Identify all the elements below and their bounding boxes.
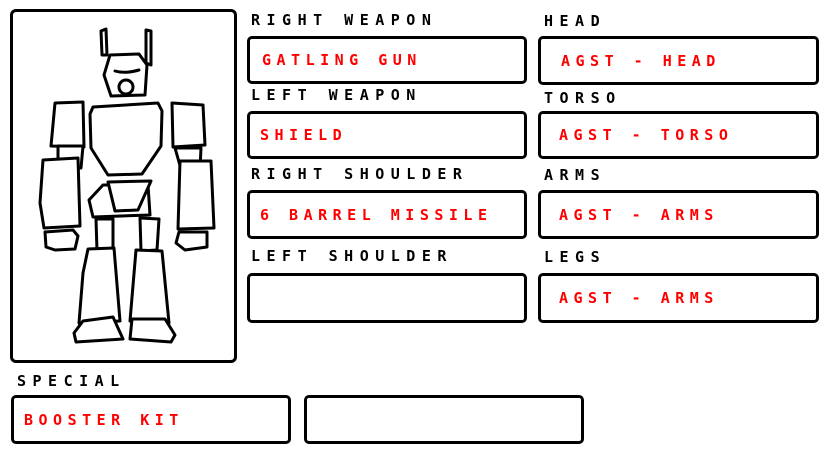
right-weapon-value: GATLING GUN: [262, 51, 422, 69]
special-slot-2[interactable]: [304, 395, 584, 444]
left-shoulder-slot[interactable]: [247, 273, 527, 323]
right-shoulder-value: 6 BARREL MISSILE: [260, 205, 493, 224]
right-weapon-label: RIGHT WEAPON: [251, 11, 438, 29]
left-weapon-label: LEFT WEAPON: [251, 86, 422, 104]
head-value: AGST - HEAD: [561, 51, 721, 70]
right-shoulder-label: RIGHT SHOULDER: [251, 165, 469, 183]
torso-value: AGST - TORSO: [559, 126, 734, 144]
special-label: SPECIAL: [17, 372, 126, 390]
legs-value: AGST - ARMS: [559, 289, 719, 307]
left-weapon-slot[interactable]: SHIELD: [247, 111, 527, 159]
special-value: BOOSTER KIT: [24, 410, 184, 429]
left-shoulder-label: LEFT SHOULDER: [251, 247, 453, 265]
robot-portrait: [10, 9, 237, 363]
special-slot[interactable]: BOOSTER KIT: [11, 395, 291, 444]
head-label: HEAD: [544, 12, 607, 30]
arms-slot[interactable]: AGST - ARMS: [538, 190, 819, 239]
arms-label: ARMS: [544, 166, 607, 184]
arms-value: AGST - ARMS: [559, 205, 719, 224]
right-shoulder-slot[interactable]: 6 BARREL MISSILE: [247, 190, 527, 239]
torso-label: TORSO: [544, 89, 622, 107]
legs-label: LEGS: [544, 248, 607, 266]
head-slot[interactable]: AGST - HEAD: [538, 36, 819, 85]
left-weapon-value: SHIELD: [260, 126, 348, 144]
legs-slot[interactable]: AGST - ARMS: [538, 273, 819, 323]
right-weapon-slot[interactable]: GATLING GUN: [247, 36, 527, 84]
torso-slot[interactable]: AGST - TORSO: [538, 111, 819, 159]
robot-icon: [38, 27, 216, 344]
